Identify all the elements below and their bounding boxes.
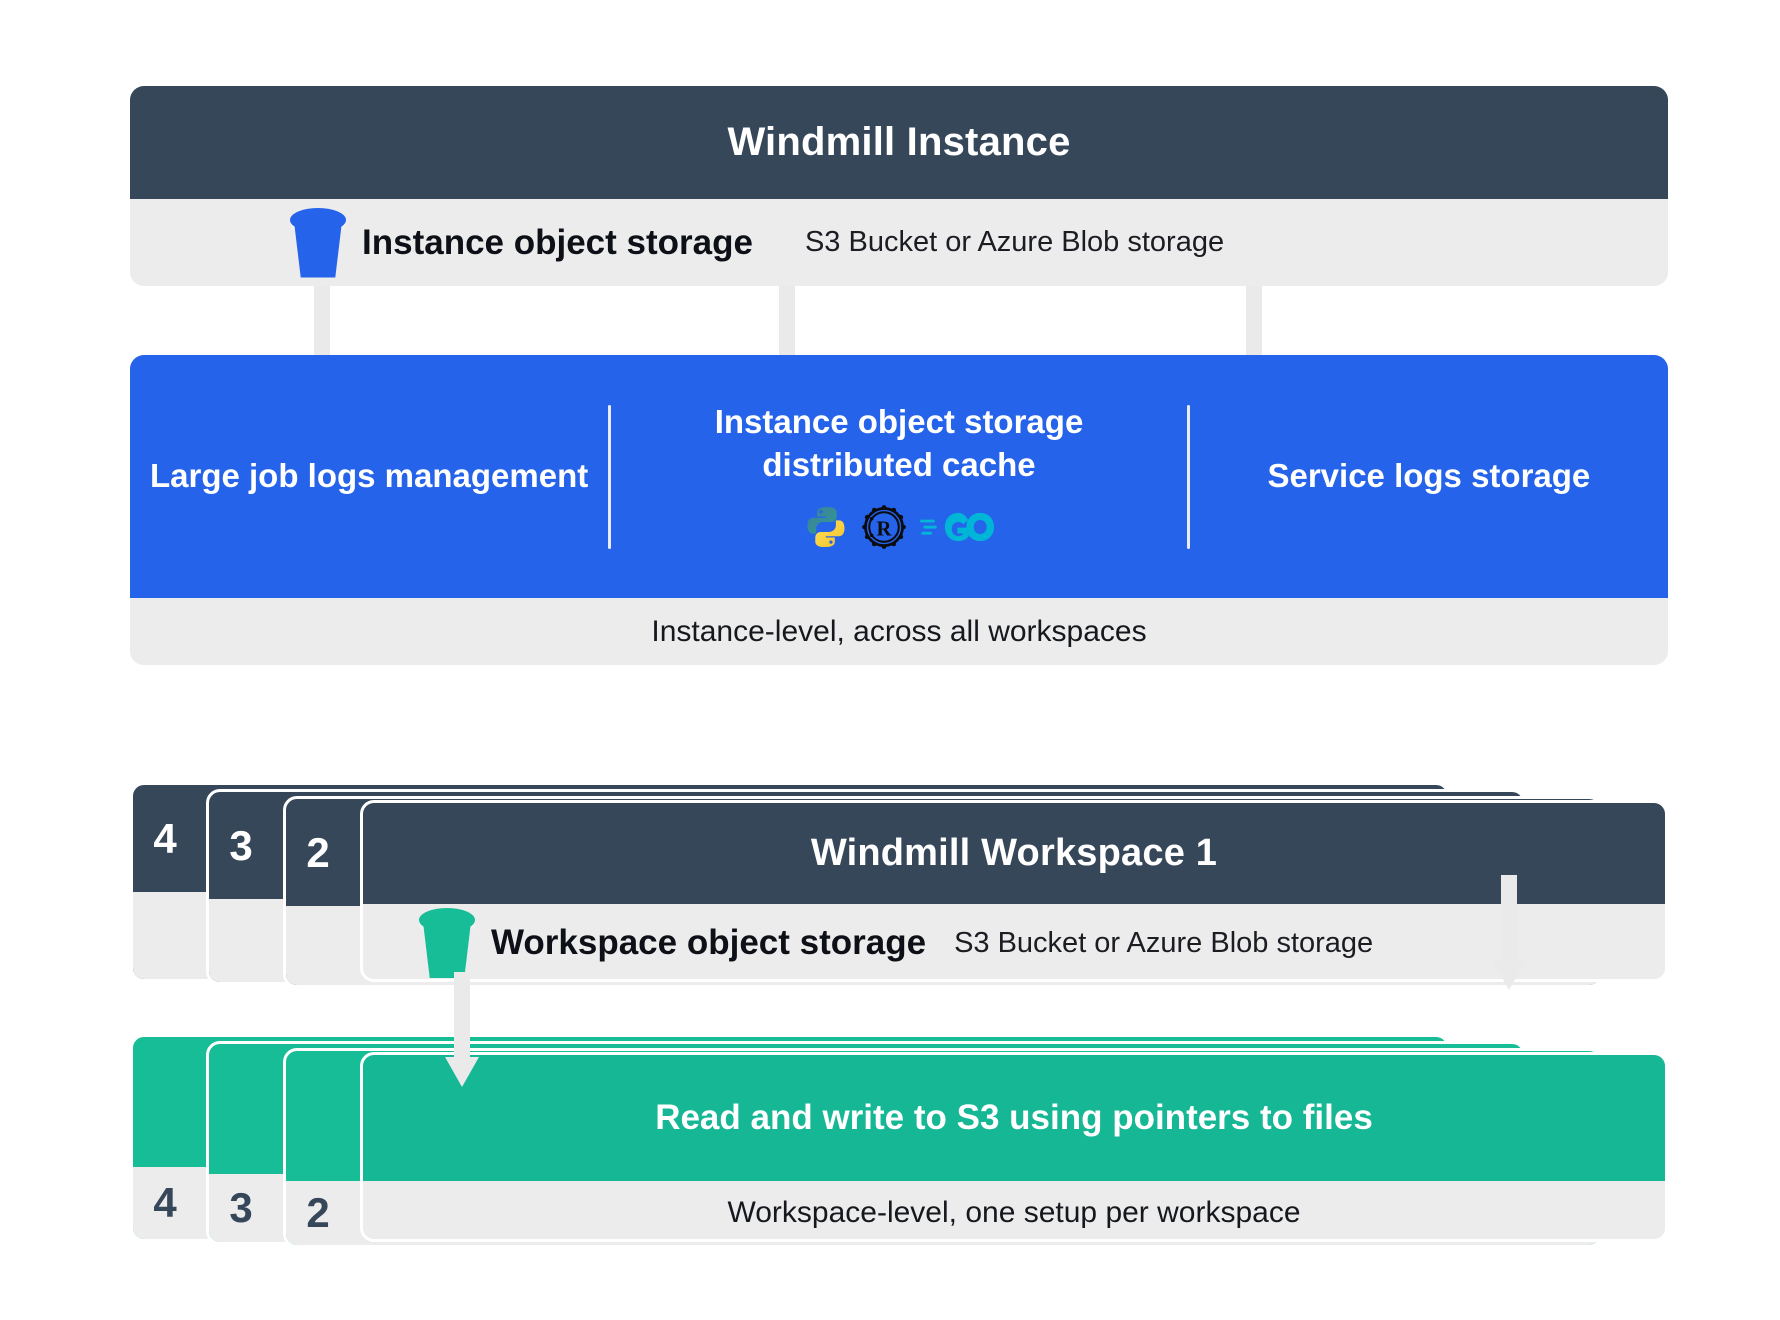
instance-features-footer: Instance-level, across all workspaces bbox=[130, 598, 1668, 665]
windmill-instance-card: Windmill Instance Instance object storag… bbox=[130, 86, 1668, 286]
workspace-object-storage-row: Workspace object storage S3 Bucket or Az… bbox=[363, 904, 1665, 979]
workspace-storage-sublabel: S3 Bucket or Azure Blob storage bbox=[954, 926, 1374, 959]
feature-service-logs-label: Service logs storage bbox=[1267, 457, 1591, 495]
bucket-icon bbox=[290, 207, 346, 278]
workspace-stack-number-2: 2 bbox=[306, 828, 330, 876]
read-write-card: Read and write to S3 using pointers to f… bbox=[360, 1052, 1668, 1242]
instance-storage-label: Instance object storage bbox=[362, 222, 753, 262]
go-icon bbox=[920, 507, 994, 547]
windmill-workspace-card: Windmill Workspace 1 Workspace object st… bbox=[360, 800, 1668, 982]
workspace-stack-layer-4-top: 4 bbox=[133, 785, 1447, 892]
action-stack-number-3: 3 bbox=[229, 1184, 253, 1231]
arrow-workspace-storage-to-read-write-right bbox=[1492, 875, 1526, 990]
workspace-title: Windmill Workspace 1 bbox=[363, 803, 1665, 904]
read-write-title: Read and write to S3 using pointers to f… bbox=[363, 1055, 1665, 1181]
instance-title: Windmill Instance bbox=[130, 86, 1668, 199]
action-stack-number-4: 4 bbox=[153, 1179, 177, 1226]
bucket-icon bbox=[419, 908, 475, 978]
workspace-stack-number-4: 4 bbox=[153, 814, 177, 862]
workspace-stack-layer-2-top: 2 bbox=[286, 799, 1600, 906]
instance-features-row: Large job logs management Instance objec… bbox=[130, 355, 1668, 598]
language-icons: R bbox=[629, 502, 1169, 552]
arrow-workspace-storage-to-read-write bbox=[445, 972, 479, 1087]
workspace-storage-label: Workspace object storage bbox=[491, 923, 927, 962]
svg-text:R: R bbox=[877, 518, 893, 540]
python-icon bbox=[804, 505, 848, 549]
feature-distributed-cache: Instance object storage distributed cach… bbox=[611, 401, 1187, 551]
feature-large-job-logs: Large job logs management bbox=[130, 455, 608, 497]
feature-large-job-logs-label: Large job logs management bbox=[149, 457, 589, 495]
feature-service-logs: Service logs storage bbox=[1190, 455, 1668, 497]
instance-storage-sublabel: S3 Bucket or Azure Blob storage bbox=[804, 226, 1225, 258]
rust-icon: R bbox=[862, 504, 906, 549]
column-divider bbox=[1186, 404, 1190, 549]
column-divider bbox=[608, 404, 612, 549]
action-stack-number-2: 2 bbox=[306, 1189, 330, 1236]
workspace-stack-layer-3-top: 3 bbox=[209, 792, 1523, 899]
instance-features-card: Large job logs management Instance objec… bbox=[130, 355, 1668, 665]
feature-distributed-cache-label: Instance object storage distributed cach… bbox=[714, 403, 1084, 483]
workspace-stack-number-3: 3 bbox=[229, 821, 253, 869]
read-write-footer: Workspace-level, one setup per workspace bbox=[363, 1181, 1665, 1239]
instance-object-storage-row: Instance object storage S3 Bucket or Azu… bbox=[130, 199, 1668, 286]
